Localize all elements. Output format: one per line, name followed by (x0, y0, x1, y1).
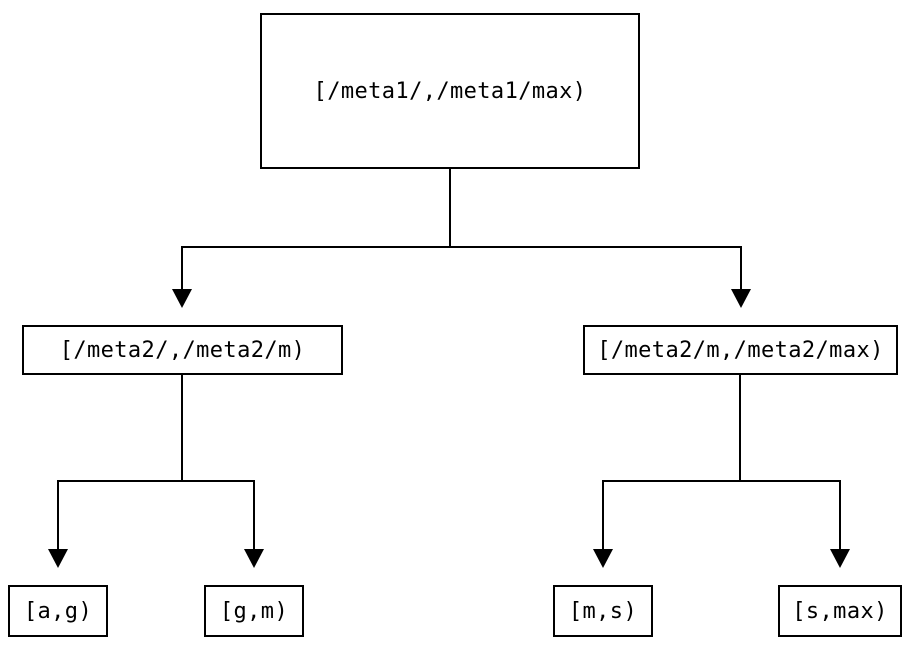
node-root-range: [/meta1/,/meta1/max) (260, 13, 640, 169)
edge-root-stem (449, 169, 451, 247)
arrow-down-icon (593, 549, 613, 568)
node-leaf-ag-range: [a,g) (8, 585, 108, 637)
edge-drop-to-leaf-ag (57, 480, 59, 550)
node-leaf-gm-range: [g,m) (204, 585, 304, 637)
node-leaf-smax-range: [s,max) (778, 585, 902, 637)
edge-right-crossbar (602, 480, 841, 482)
edge-drop-to-leaf-gm (253, 480, 255, 550)
edge-left-stem (181, 375, 183, 481)
edge-drop-to-leaf-ms (602, 480, 604, 550)
node-level2-right-range: [/meta2/m,/meta2/max) (583, 325, 898, 375)
edge-drop-to-right (740, 246, 742, 290)
node-leaf-ms-range: [m,s) (553, 585, 653, 637)
edge-left-crossbar (57, 480, 255, 482)
arrow-down-icon (830, 549, 850, 568)
edge-level1-crossbar (181, 246, 742, 248)
edge-drop-to-leaf-smax (839, 480, 841, 550)
arrow-down-icon (48, 549, 68, 568)
edge-right-stem (739, 375, 741, 481)
node-level2-left-range: [/meta2/,/meta2/m) (22, 325, 343, 375)
arrow-down-icon (731, 289, 751, 308)
arrow-down-icon (172, 289, 192, 308)
edge-drop-to-left (181, 246, 183, 290)
arrow-down-icon (244, 549, 264, 568)
